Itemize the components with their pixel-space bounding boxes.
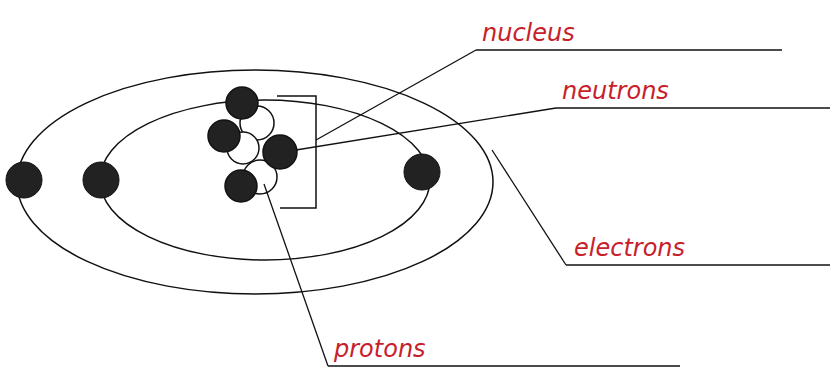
label-underline <box>556 107 830 108</box>
leader-line <box>264 184 328 366</box>
label-underline <box>328 365 680 366</box>
part-label: electrons <box>574 236 685 260</box>
part-label: protons <box>334 337 426 361</box>
neutron <box>208 120 240 152</box>
part-label: neutrons <box>562 79 669 103</box>
leader-line <box>316 50 476 140</box>
inner-orbit <box>100 100 430 260</box>
part-label: nucleus <box>482 21 575 45</box>
neutron <box>263 135 297 169</box>
leader-line <box>492 150 566 265</box>
neutron <box>226 87 258 119</box>
leader-line <box>296 108 556 150</box>
outer-orbit <box>17 70 493 294</box>
electron <box>83 162 119 198</box>
electron <box>6 162 42 198</box>
electron <box>404 154 440 190</box>
label-underline <box>476 49 782 50</box>
neutron <box>225 170 257 202</box>
label-underline <box>566 264 830 265</box>
